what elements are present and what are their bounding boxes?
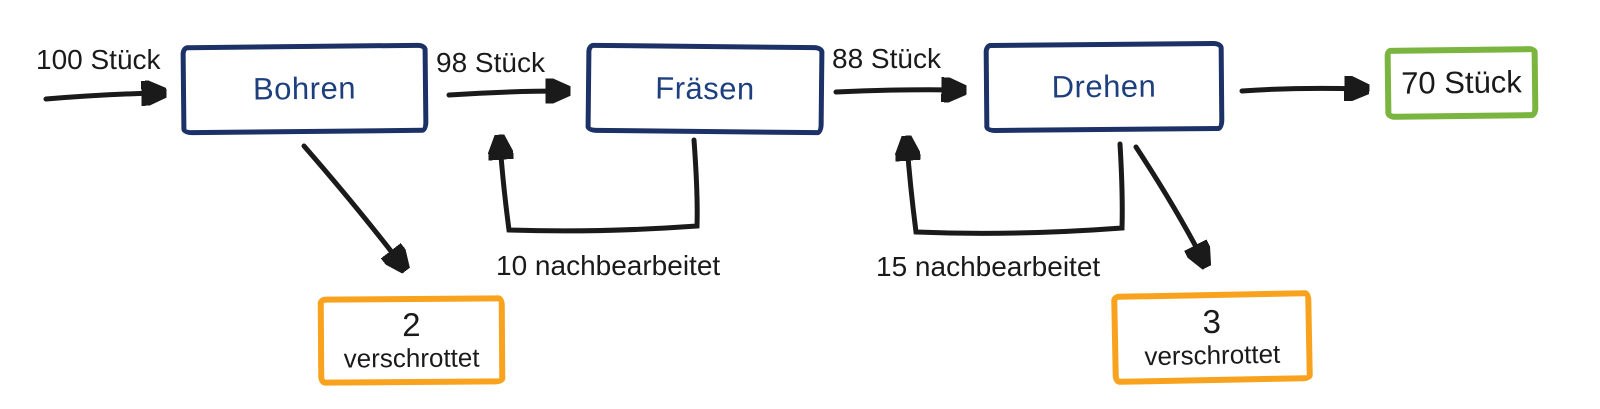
rework-label-fraesen: 10 nachbearbeitet <box>496 250 721 281</box>
arrow-drehen-to-scrap <box>1133 144 1203 260</box>
scrap-value-bohren: 2 <box>402 306 421 344</box>
quantity-label-bohren-fraesen: 98 Stück <box>436 47 545 78</box>
process-box-bohren: Bohren <box>180 42 429 136</box>
arrow-input-to-bohren <box>43 93 158 99</box>
scrap-box-drehen: 3 verschrottet <box>1111 290 1313 385</box>
arrow-drehen-to-output <box>1239 88 1361 91</box>
rework-loop-fraesen <box>500 140 700 234</box>
scrap-value-drehen: 3 <box>1202 303 1222 341</box>
scrap-label-drehen: verschrottet <box>1144 339 1281 372</box>
rework-label-drehen: 15 nachbearbeitet <box>876 251 1101 282</box>
arrow-bohren-to-fraesen <box>446 91 562 95</box>
process-label-drehen: Drehen <box>1051 68 1157 105</box>
quantity-label-fraesen-drehen: 88 Stück <box>832 43 941 74</box>
arrow-fraesen-to-drehen <box>833 90 958 92</box>
process-box-fraesen: Fräsen <box>585 42 825 136</box>
rework-loop-drehen <box>907 144 1125 236</box>
process-box-drehen: Drehen <box>983 40 1225 134</box>
scrap-box-bohren: 2 verschrottet <box>317 295 506 386</box>
arrow-bohren-to-scrap <box>301 143 401 264</box>
output-box: 70 Stück <box>1384 46 1539 120</box>
output-quantity-label: 70 Stück <box>1400 64 1523 101</box>
input-quantity-label: 100 Stück <box>36 44 161 75</box>
process-label-fraesen: Fräsen <box>655 70 755 107</box>
process-label-bohren: Bohren <box>252 70 357 107</box>
scrap-label-bohren: verschrottet <box>343 342 480 374</box>
